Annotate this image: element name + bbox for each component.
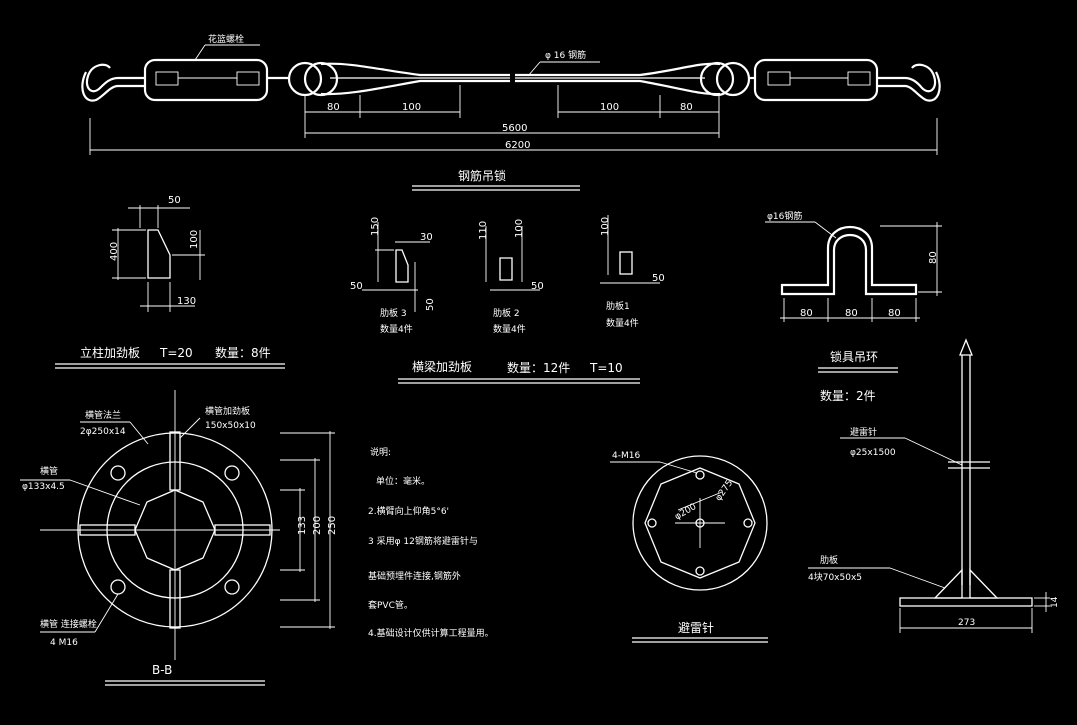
beam-stiffener-plates: 150 30 50 50 肋板 3 数量4件 110 100 50 肋板 2 数… (350, 215, 665, 384)
rib3-qty: 数量4件 (380, 323, 413, 335)
right-turnbuckle-body (753, 58, 879, 102)
dim-100-right: 100 (600, 102, 619, 113)
bb-title: B-B (152, 663, 172, 677)
col-plate-qty: 数量：8件 (215, 345, 271, 360)
left-turnbuckle-body (143, 58, 269, 102)
notes: 说明: 单位：毫米。 2.横臂向上仰角5°6' 3 采用φ 12钢筋将避雷针与 … (368, 446, 494, 639)
note-3: 3 采用φ 12钢筋将避雷针与 (368, 535, 478, 547)
col-dim-50: 50 (168, 195, 181, 206)
rib2-qty: 数量4件 (493, 323, 526, 335)
col-dim-130: 130 (177, 296, 196, 307)
lightning-base-plan: 4-M16 φ200 φ275 避雷针 (610, 451, 768, 643)
pipe-spec: φ133x4.5 (22, 482, 65, 492)
rod-label-elev: 避雷针 (850, 426, 877, 438)
flange-label: 横管法兰 (85, 409, 121, 421)
right-hook (877, 63, 937, 93)
ring-dim-80-h: 80 (928, 251, 939, 264)
column-stiffener-plate: 50 400 100 130 立柱加劲板 T=20 数量：8件 (55, 195, 285, 369)
dim-100-left: 100 (402, 102, 421, 113)
rib1-name: 肋板1 (606, 300, 630, 312)
rib2-dim-110: 110 (478, 221, 489, 240)
stiffener-label: 横管加劲板 (205, 405, 250, 417)
rib3-dim-150: 150 (370, 217, 381, 236)
pipe-label: 横管 (40, 465, 58, 477)
beam-plates-title: 横梁加劲板 (412, 359, 472, 374)
rib1-dim-50: 50 (652, 273, 665, 284)
bb-dim-133: 133 (297, 516, 308, 535)
bb-dim-250: 250 (327, 516, 338, 535)
rib3-dim-50-bottom: 50 (425, 298, 436, 311)
beam-plates-thickness: T=10 (589, 361, 623, 375)
left-hook (85, 63, 145, 93)
section-bb: 横管法兰 2φ250x14 横管加劲板 150x50x10 横管 φ133x4.… (20, 390, 338, 686)
rib3-dim-50-left: 50 (350, 281, 363, 292)
ring-qty: 数量：2件 (820, 388, 876, 403)
note-1: 单位：毫米。 (376, 475, 430, 487)
ring-dim-80-c: 80 (888, 308, 901, 319)
col-dim-400: 400 (109, 242, 120, 261)
dim-6200: 6200 (505, 140, 530, 151)
ring-label: φ16钢筋 (767, 210, 802, 222)
dim-80-right: 80 (680, 102, 693, 113)
notes-heading: 说明: (370, 446, 391, 458)
rib2-dim-100: 100 (514, 219, 525, 238)
rib-spec: 4块70x50x5 (808, 571, 862, 583)
lifting-ring: 80 80 80 80 φ16钢筋 锁具吊环 数量：2件 (765, 210, 942, 403)
note-3c: 套PVC管。 (368, 599, 413, 611)
lightning-rod-elevation: 避雷针 φ25x1500 肋板 4块70x50x5 273 14 (808, 338, 1060, 633)
bolt-label: 横管 连接螺栓 (40, 618, 97, 630)
turnbuckle-label: 花篮螺栓 (208, 33, 244, 45)
rod-dim-273: 273 (958, 618, 975, 628)
col-plate-thickness: T=20 (159, 346, 193, 360)
rib2-dim-50: 50 (531, 281, 544, 292)
base-bolts: 4-M16 (612, 451, 640, 461)
note-4: 4.基础设计仅供计算工程量用。 (368, 627, 494, 639)
ring-title: 锁具吊环 (830, 349, 878, 364)
ring-dim-80-b: 80 (845, 308, 858, 319)
bolt-spec: 4 M16 (50, 638, 78, 648)
base-dim-200: φ200 (673, 502, 698, 522)
ring-dim-80-a: 80 (800, 308, 813, 319)
rib2-name: 肋板 2 (493, 307, 520, 319)
col-plate-title: 立柱加劲板 (80, 345, 140, 360)
rod-label: φ 16 钢筋 (545, 49, 586, 61)
rib3-name: 肋板 3 (380, 307, 407, 319)
stiffener-spec: 150x50x10 (205, 421, 256, 431)
base-title: 避雷针 (678, 620, 714, 635)
note-2: 2.横臂向上仰角5°6' (368, 505, 449, 517)
rib1-dim-100: 100 (600, 217, 611, 236)
rod-spec: φ25x1500 (850, 448, 896, 458)
turnbuckle-assembly: 花篮螺栓 φ 16 钢筋 80 100 100 80 5600 6200 钢筋吊… (81, 33, 941, 191)
col-dim-100: 100 (189, 230, 200, 249)
rod-dim-14: 14 (1050, 596, 1060, 608)
rib1-qty: 数量4件 (606, 317, 639, 329)
note-3b: 基础预埋件连接,钢筋外 (368, 570, 461, 582)
rib-label: 肋板 (820, 554, 838, 566)
flange-spec: 2φ250x14 (80, 427, 126, 437)
rib3-dim-30: 30 (420, 232, 433, 243)
dim-5600: 5600 (502, 123, 527, 134)
dim-80-left: 80 (327, 102, 340, 113)
beam-plates-qty: 数量：12件 (507, 360, 570, 375)
base-dim-275: φ275 (714, 478, 735, 503)
turnbuckle-title: 钢筋吊锁 (458, 168, 506, 183)
bb-dim-200: 200 (312, 516, 323, 535)
